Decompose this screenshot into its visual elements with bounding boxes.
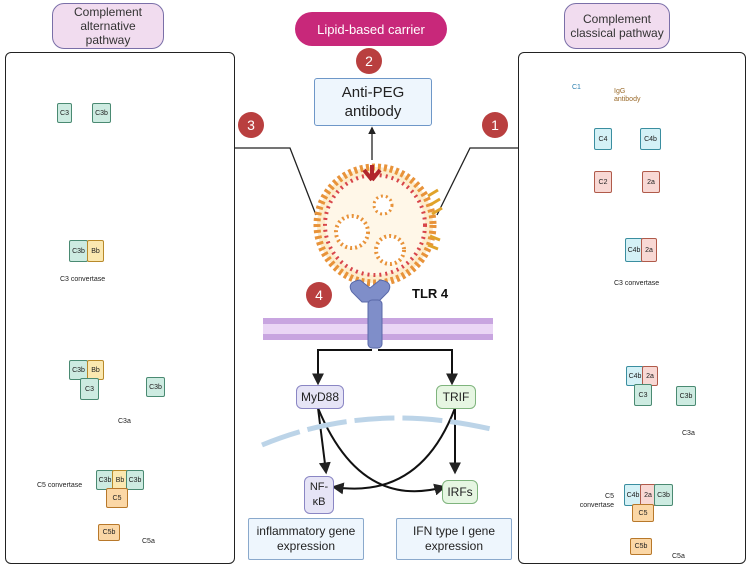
cls-c2a-bound-1: 2a	[641, 238, 657, 262]
cls-c3-convertase-label: C3 convertase	[614, 280, 660, 287]
alt-bb-bound-1: Bb	[87, 240, 104, 262]
ifn-gene-expression-box: IFN type I gene expression	[396, 518, 512, 560]
cls-c2a-bound-2: 2a	[642, 366, 658, 386]
cls-c3-substrate: C3	[634, 384, 652, 406]
alt-c3b-bound-1: C3b	[69, 240, 88, 262]
anti-peg-antibody-box: Anti-PEG antibody	[314, 78, 432, 126]
classical-pathway-title: Complement classical pathway	[564, 3, 670, 49]
badge-2: 2	[356, 48, 382, 74]
cls-c2-protein: C2	[594, 171, 612, 193]
alt-c3b-bound-2: C3b	[69, 360, 88, 380]
signaling-arrows	[312, 349, 461, 496]
tlr4-label: TLR 4	[412, 286, 449, 301]
alt-c3-substrate: C3	[80, 378, 99, 400]
alternative-pathway-title: Complement alternative pathway	[52, 3, 164, 49]
tlr4-receptor	[349, 279, 391, 349]
alt-c3b-protein: C3b	[92, 103, 111, 123]
nfkb-node: NF-κB	[304, 476, 334, 514]
cls-c5b-product: C5b	[630, 538, 652, 555]
badge-4: 4	[306, 282, 332, 308]
trif-node: TRIF	[436, 385, 476, 409]
alt-c3b-product: C3b	[146, 377, 165, 397]
classical-pathway-panel	[518, 52, 746, 564]
alt-c3-protein: C3	[57, 103, 72, 123]
cls-c3a-label: C3a	[682, 430, 695, 437]
alt-c5-convertase-label: C5 convertase	[37, 482, 83, 489]
alt-c3a-label: C3a	[118, 418, 131, 425]
myd88-node: MyD88	[296, 385, 344, 409]
cls-c1-label: C1	[572, 84, 581, 91]
irfs-node: IRFs	[442, 480, 478, 504]
central-liposome	[313, 163, 443, 287]
inflammatory-gene-expression-box: inflammatory gene expression	[248, 518, 364, 560]
cls-c4b-protein: C4b	[640, 128, 661, 150]
alt-c3-convertase-label: C3 convertase	[60, 276, 106, 283]
alt-c3b-bound-4: C3b	[126, 470, 144, 490]
alt-c5b-product: C5b	[98, 524, 120, 541]
badge-3: 3	[238, 112, 264, 138]
badge-1: 1	[482, 112, 508, 138]
nuclear-envelope	[261, 415, 496, 448]
alt-c5a-label: C5a	[142, 538, 155, 545]
cls-c3b-bound-3: C3b	[654, 484, 673, 506]
alt-bb-bound-2: Bb	[87, 360, 104, 380]
cls-c5-substrate: C5	[632, 504, 654, 522]
cls-c3b-product: C3b	[676, 386, 696, 406]
cls-c5-convertase-label: C5 convertase	[579, 493, 614, 509]
connector-lines	[235, 126, 520, 216]
cls-igg-label: IgG antibody	[614, 88, 641, 103]
lipid-carrier-label: Lipid-based carrier	[295, 12, 447, 46]
cls-c4-protein: C4	[594, 128, 612, 150]
alt-c5-substrate: C5	[106, 488, 128, 508]
cls-c2a-protein: 2a	[642, 171, 660, 193]
cls-c5a-label: C5a	[672, 553, 685, 560]
